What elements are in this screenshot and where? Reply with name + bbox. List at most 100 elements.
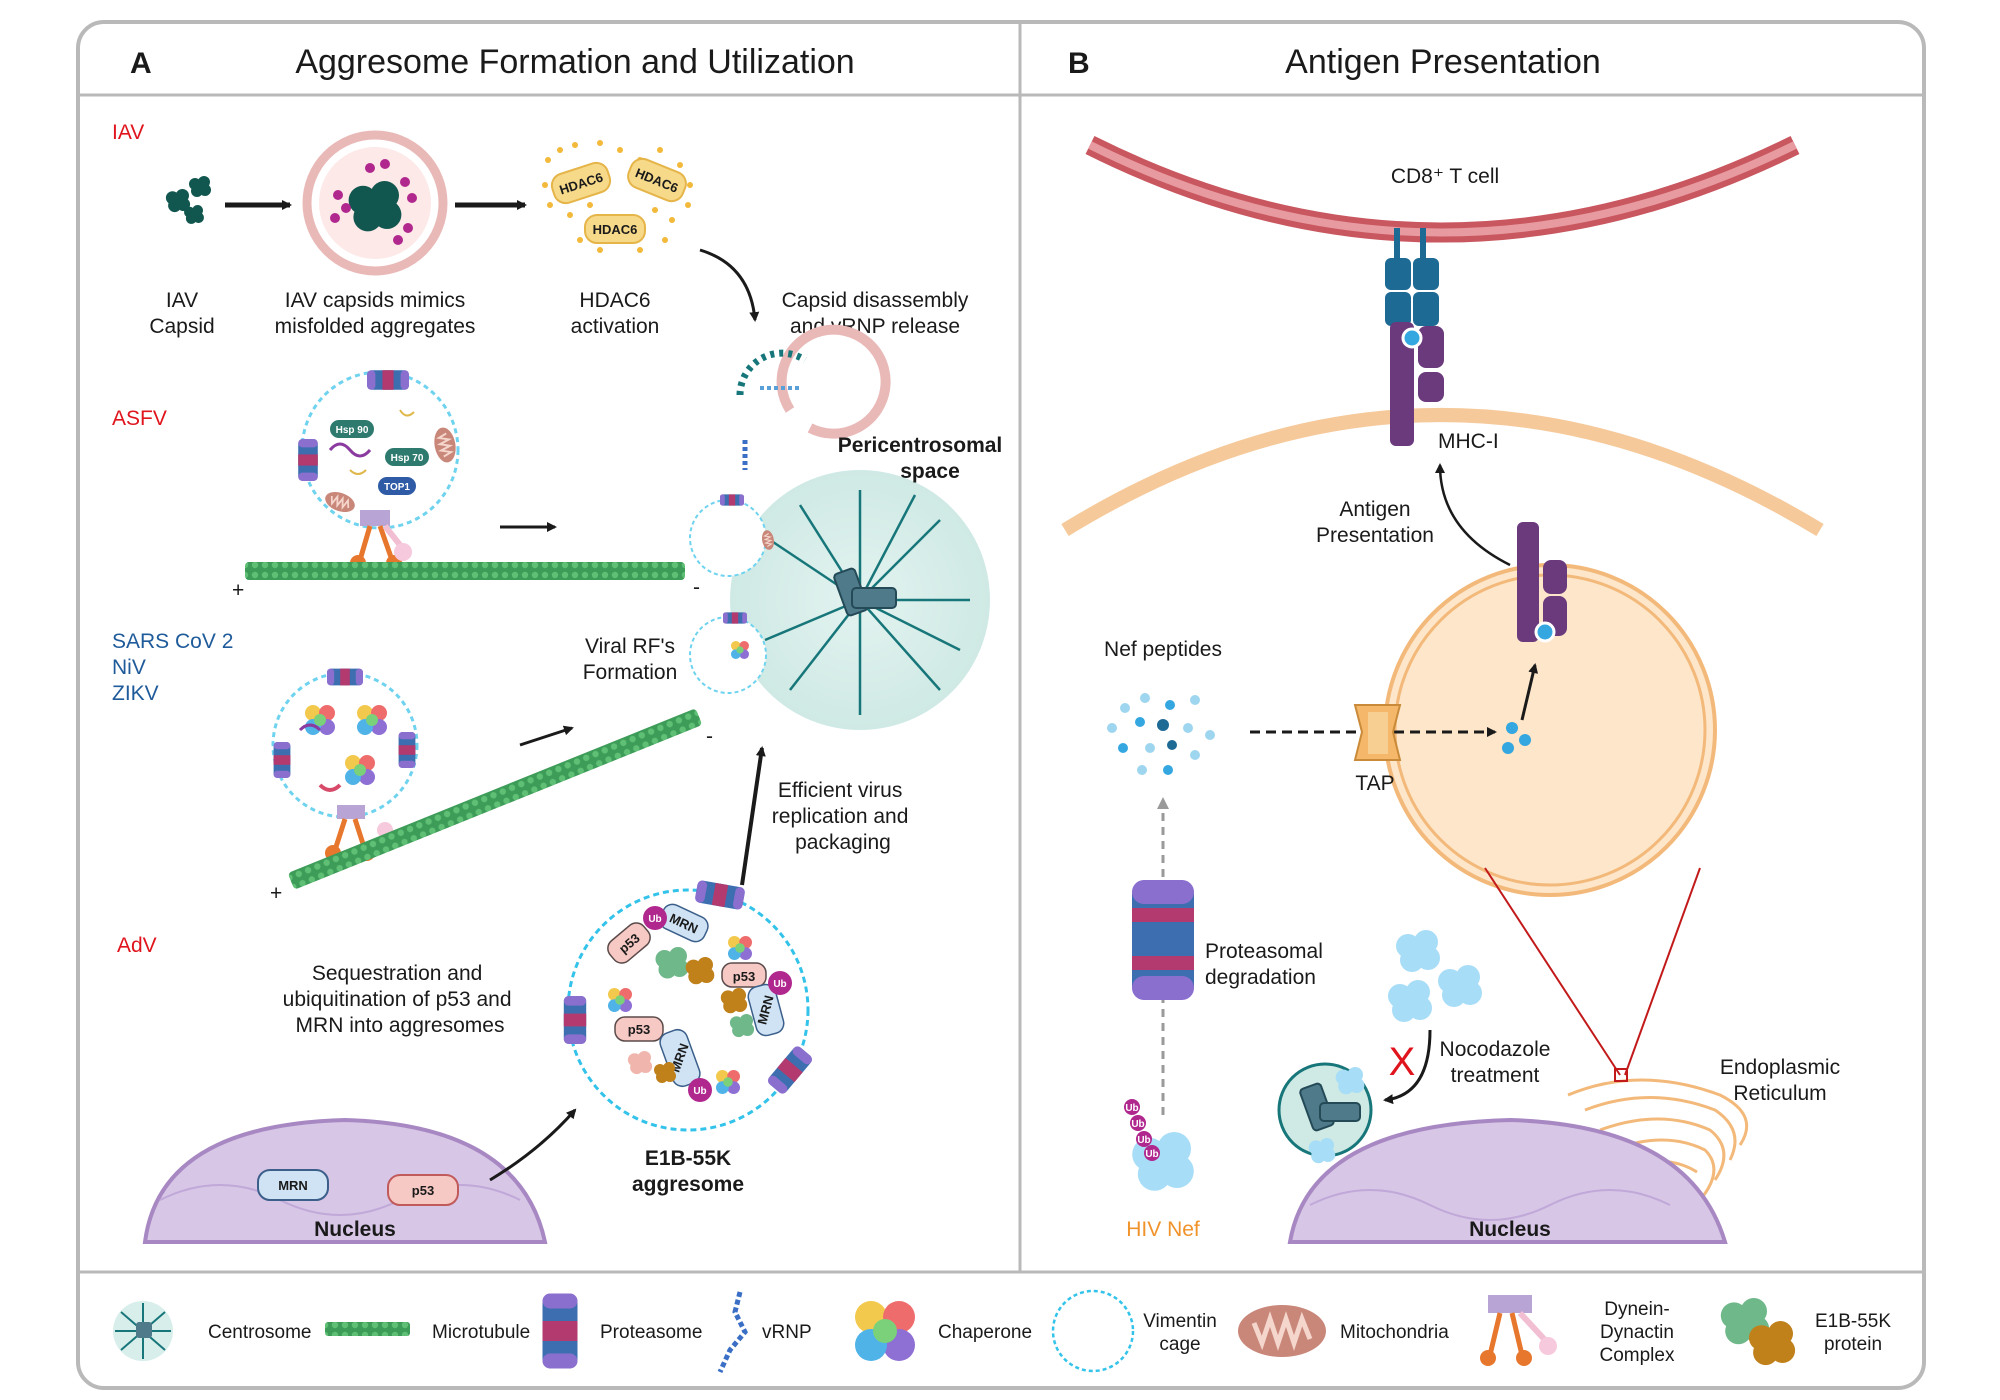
panel-b: B Antigen Presentation CD8⁺ T cell MHC-I… <box>1061 43 1840 1244</box>
iav-capsid-icon <box>165 176 211 224</box>
chaperone-icon <box>855 1301 915 1361</box>
arrow-nocodazole <box>1383 1029 1432 1105</box>
legend-label-3: vRNP <box>762 1322 812 1343</box>
mt1-plus: + <box>232 579 244 602</box>
ub-tag-1: Ub <box>648 914 661 925</box>
block-mark: X <box>1389 1040 1416 1084</box>
zoom-line-right <box>1624 867 1701 1076</box>
mhc-label: MHC-I <box>1438 430 1499 453</box>
nef-ub-4: Ub <box>1145 1149 1158 1160</box>
nef-ub-2: Ub <box>1131 1119 1144 1130</box>
arrow-rf-transport <box>519 725 574 747</box>
nef-ub-1: Ub <box>1125 1103 1138 1114</box>
iav-label: IAV <box>112 121 144 144</box>
p53-tag-3: p53 <box>628 1022 650 1037</box>
e1b-55k-icon <box>1720 1298 1796 1366</box>
proteasome-icon <box>542 1293 578 1369</box>
nef-aggregates <box>1388 930 1482 1022</box>
figure-frame <box>76 20 1926 1390</box>
mhc-loaded <box>1517 522 1567 643</box>
pericentrosomal-space <box>730 470 990 730</box>
mt2-plus: + <box>270 882 282 905</box>
panel-a-title: Aggresome Formation and Utilization <box>295 43 854 81</box>
legend-label-1: Microtubule <box>432 1322 530 1343</box>
misfolded-aggregate-icon <box>302 130 448 276</box>
asfv-aggresome-icon: Hsp 90 Hsp 70 TOP1 <box>298 370 460 530</box>
hsp70-tag: Hsp 70 <box>391 453 424 464</box>
panel-b-letter: B <box>1068 47 1090 80</box>
mrn-tag-2: MRN <box>754 994 776 1026</box>
tcell-label: CD8⁺ T cell <box>1391 165 1499 188</box>
e1b-55k-aggresome-icon: p53 MRN Ub p53 MRN Ub p53 MRN Ub <box>563 879 815 1132</box>
nef-ub-3: Ub <box>1137 1135 1150 1146</box>
panel-a: A Aggresome Formation and Utilization IA… <box>112 43 1003 1244</box>
mt2-minus: - <box>706 725 713 748</box>
tcr-mhc-complex <box>1385 228 1444 446</box>
top1-tag: TOP1 <box>384 482 410 493</box>
capsid-disassembly-icon <box>736 324 891 470</box>
hiv-nef-label: HIV Nef <box>1126 1218 1200 1241</box>
nucleus-p53-tag: p53 <box>412 1183 434 1198</box>
legend-label-4: Chaperone <box>938 1322 1032 1343</box>
panel-a-letter: A <box>130 47 152 80</box>
centrosome-icon <box>113 1301 173 1361</box>
er-network <box>1567 1078 1749 1201</box>
replication-caption: Efficient virus replication and packagin… <box>772 779 914 854</box>
hdac6-cluster: HDAC6 HDAC6 HDAC6 <box>542 140 693 253</box>
hsp90-tag: Hsp 90 <box>336 425 369 436</box>
arrow-presentation <box>1435 463 1511 567</box>
nucleus-a: MRN p53 <box>142 1117 548 1244</box>
arrow-aggresome-to-centrosome <box>740 746 766 886</box>
pericentrosomal-aggresome-1 <box>689 494 777 577</box>
legend-label-2: Proteasome <box>600 1322 702 1343</box>
arrow-nucleus-to-aggresome <box>489 1108 577 1182</box>
proteasome-b <box>1132 880 1194 1000</box>
zoom-line-left <box>1484 867 1621 1076</box>
arrow-hdac-to-disassembly <box>699 248 760 322</box>
nucleus-mrn-tag: MRN <box>278 1178 308 1193</box>
microtubule-rf <box>288 709 702 889</box>
loaded-peptides <box>1502 722 1531 754</box>
nucleus-b <box>1287 1117 1728 1244</box>
viruses-group-label: SARS CoV 2 NiV ZIKV <box>112 630 239 705</box>
apc-membrane <box>1061 408 1824 536</box>
tap-label: TAP <box>1355 772 1394 795</box>
tap-transporter <box>1353 704 1402 761</box>
ub-tag-3: Ub <box>693 1086 706 1097</box>
p53-tag-2: p53 <box>733 969 755 984</box>
legend: Centrosome Microtubule Proteasome vRNP C… <box>113 1289 1891 1374</box>
mt1-minus: - <box>693 576 700 599</box>
vrnp-icon <box>717 1291 748 1374</box>
vimentin-cage-icon <box>1051 1289 1135 1373</box>
nef-peptides-icon <box>1107 693 1215 775</box>
sequestration-caption: Sequestration and ubiquitination of p53 … <box>283 962 518 1037</box>
pericentrosomal-aggresome-2 <box>689 612 767 694</box>
nef-peptides-label: Nef peptides <box>1104 638 1222 661</box>
legend-label-6: Mitochondria <box>1340 1322 1449 1343</box>
dynein-icon <box>1480 1295 1557 1366</box>
ub-tag-2: Ub <box>773 979 786 990</box>
arrow-peptide-to-mhc <box>1520 663 1539 721</box>
zoom-box <box>1614 1068 1628 1082</box>
microtubule-icon <box>325 1322 410 1336</box>
viral-rf-aggresome-icon <box>271 668 419 819</box>
nucleus-b-label: Nucleus <box>1469 1218 1551 1241</box>
legend-label-0: Centrosome <box>208 1322 312 1343</box>
mitochondria-icon <box>1238 1305 1326 1357</box>
asfv-label: ASFV <box>112 407 167 430</box>
hdac6-tag-3: HDAC6 <box>593 222 638 237</box>
